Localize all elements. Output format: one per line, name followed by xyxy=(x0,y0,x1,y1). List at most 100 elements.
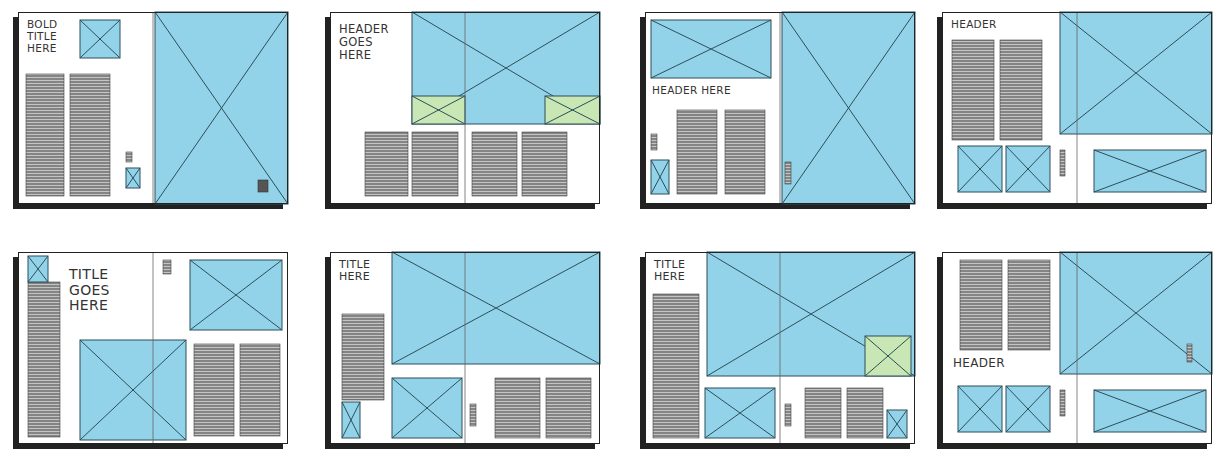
text-block xyxy=(365,132,408,196)
spread-page: HEADER xyxy=(942,12,1212,204)
text-block xyxy=(28,282,60,437)
spread-title: HEADER xyxy=(951,19,1051,31)
page xyxy=(330,12,600,204)
spread-title: HEADER HERE xyxy=(652,85,772,97)
page xyxy=(18,252,288,444)
image-cross xyxy=(1006,146,1050,192)
image-placeholder xyxy=(28,256,48,282)
spread-fold xyxy=(465,12,466,204)
spread-fold xyxy=(1077,252,1078,444)
image-cross xyxy=(782,12,915,204)
text-block xyxy=(677,110,717,194)
spread-page: HEADER xyxy=(942,252,1212,444)
text-block xyxy=(412,132,458,196)
image-cross xyxy=(342,402,360,438)
image-cross xyxy=(392,252,600,364)
image-cross xyxy=(412,96,465,124)
spread-sketch xyxy=(640,252,915,449)
image-placeholder xyxy=(958,386,1002,432)
image-placeholder xyxy=(412,12,600,124)
image-placeholder xyxy=(1006,146,1050,192)
text-block xyxy=(495,378,540,438)
image-placeholder xyxy=(80,20,120,58)
caption-scribble xyxy=(1060,150,1065,176)
page xyxy=(18,12,288,204)
spread-sketch xyxy=(937,12,1212,209)
spread-fold xyxy=(780,252,781,444)
spread-page: TITLE GOES HERE xyxy=(18,252,288,444)
spread-title: HEADER GOES HERE xyxy=(339,23,401,62)
image-cross xyxy=(392,378,462,438)
spread-fold xyxy=(465,252,466,444)
image-cross xyxy=(126,168,140,188)
page xyxy=(645,252,915,444)
page xyxy=(942,12,1212,204)
text-block xyxy=(653,294,699,438)
image-cross xyxy=(1060,252,1212,374)
spread-sketch xyxy=(937,252,1212,449)
image-cross xyxy=(1060,12,1212,134)
image-cross xyxy=(1094,150,1206,192)
image-placeholder xyxy=(392,252,600,364)
text-block xyxy=(240,344,280,436)
image-cross xyxy=(1006,386,1050,432)
image-cross xyxy=(651,20,771,78)
image-cross xyxy=(28,256,48,282)
spread-fold xyxy=(153,12,154,204)
page xyxy=(942,252,1212,444)
spread-page: BOLD TITLE HERE xyxy=(18,12,288,204)
caption-scribble xyxy=(785,162,791,184)
caption-scribble xyxy=(651,134,657,150)
image-placeholder xyxy=(707,252,915,376)
text-block xyxy=(952,40,994,140)
image-placeholder xyxy=(80,340,186,440)
image-cross xyxy=(412,12,600,124)
image-placeholder xyxy=(1060,252,1212,374)
spread-fold xyxy=(780,12,781,204)
spread-page: TITLE HERE xyxy=(330,252,600,444)
image-placeholder xyxy=(126,168,140,188)
page xyxy=(330,252,600,444)
image-placeholder xyxy=(392,378,462,438)
text-block xyxy=(960,260,1002,350)
caption-scribble xyxy=(163,260,171,274)
caption-scribble xyxy=(126,152,132,162)
text-block xyxy=(1008,260,1050,350)
text-block xyxy=(342,314,384,400)
spread-title: HEADER xyxy=(953,357,1053,370)
image-placeholder xyxy=(958,146,1002,192)
caption-scribble xyxy=(470,404,476,426)
image-cross xyxy=(707,252,915,376)
text-block xyxy=(725,110,765,194)
text-block xyxy=(26,74,64,196)
page xyxy=(645,12,915,204)
image-cross xyxy=(80,20,120,58)
spread-sketch xyxy=(640,12,915,209)
spread-page: HEADER GOES HERE xyxy=(330,12,600,204)
spread-sketch xyxy=(325,12,600,209)
text-block xyxy=(546,378,591,438)
image-placeholder xyxy=(1094,150,1206,192)
spread-title: TITLE HERE xyxy=(339,259,385,284)
text-block xyxy=(805,388,841,438)
spread-page: TITLE HERE xyxy=(645,252,915,444)
spread-title: TITLE HERE xyxy=(654,259,700,284)
image-placeholder xyxy=(1006,386,1050,432)
image-placeholder xyxy=(190,260,282,330)
caption-scribble xyxy=(785,404,791,426)
image-placeholder xyxy=(1060,12,1212,134)
text-block xyxy=(847,388,883,438)
spread-fold xyxy=(1077,12,1078,204)
spread-fold xyxy=(153,252,154,444)
spread-page: HEADER HERE xyxy=(645,12,915,204)
image-cross xyxy=(545,96,600,124)
image-cross xyxy=(958,386,1002,432)
text-block xyxy=(1000,40,1042,140)
image-cross xyxy=(887,410,907,438)
image-cross xyxy=(958,146,1002,192)
spread-sketch xyxy=(13,12,288,209)
image-placeholder xyxy=(651,20,771,78)
